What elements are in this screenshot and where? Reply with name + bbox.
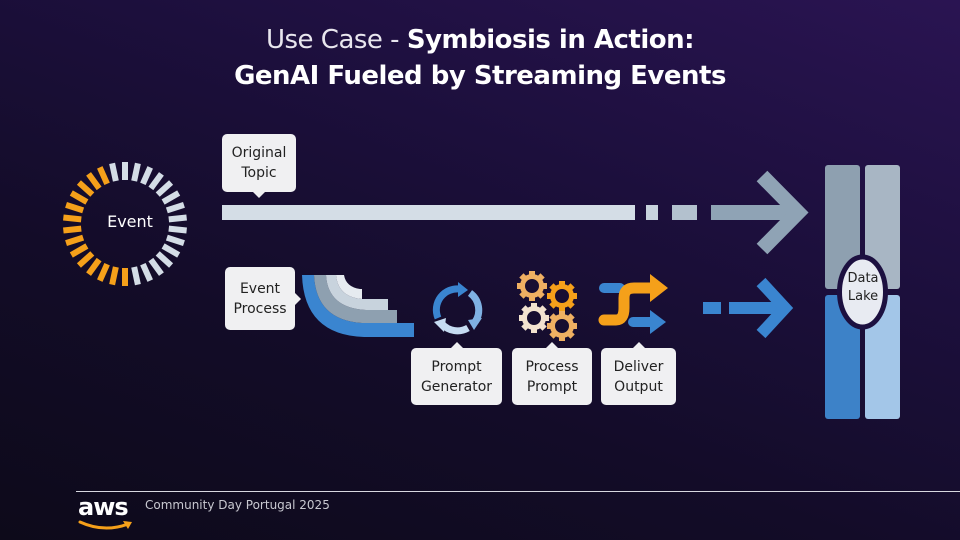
title-line-2: GenAI Fueled by Streaming Events bbox=[234, 61, 726, 91]
ring-tick bbox=[69, 190, 89, 205]
event-ring-icon bbox=[63, 162, 187, 286]
layer-light bbox=[326, 275, 388, 310]
ring-tick bbox=[148, 172, 164, 191]
event-process-line-1: Event bbox=[239, 280, 281, 297]
original-topic-stream bbox=[222, 170, 809, 255]
ring-tick bbox=[131, 266, 141, 286]
data-lake-line-2: Lake bbox=[847, 289, 879, 304]
ring-tick bbox=[69, 243, 89, 258]
ring-tick bbox=[109, 266, 119, 286]
processed-dash-2 bbox=[729, 302, 784, 314]
process-prompt-line-2: Prompt bbox=[526, 378, 578, 395]
title-line-1: Use Case - Symbiosis in Action: bbox=[0, 22, 960, 58]
ring-tick bbox=[161, 243, 181, 258]
ring-tick bbox=[63, 225, 82, 234]
lake-badge bbox=[837, 254, 888, 330]
event-stream-layers-icon bbox=[302, 275, 414, 337]
ring-tick bbox=[168, 214, 187, 223]
prompt-generator-line-2: Generator bbox=[420, 378, 493, 395]
split-arrows-icon bbox=[598, 274, 668, 334]
ring-tick bbox=[165, 234, 185, 247]
ring-tick bbox=[65, 234, 85, 247]
gear-icon bbox=[547, 281, 577, 311]
lake-bottom-left bbox=[825, 295, 860, 419]
data-lake-label: Data Lake bbox=[838, 270, 888, 306]
gears-icon bbox=[517, 271, 577, 341]
ring-tick bbox=[63, 214, 82, 223]
event-process-line-2: Process bbox=[233, 300, 287, 317]
layer-grey bbox=[314, 275, 397, 323]
stream-bar bbox=[222, 205, 635, 220]
stream-dash-1 bbox=[646, 205, 658, 220]
deliver-output-line-2: Output bbox=[614, 378, 663, 395]
gear-icon bbox=[547, 311, 577, 341]
layer-lightest bbox=[336, 275, 362, 299]
original-topic-line-2: Topic bbox=[241, 165, 277, 181]
gear-icon bbox=[517, 271, 547, 301]
stream-dash-2 bbox=[672, 205, 697, 220]
ring-tick bbox=[131, 162, 141, 182]
title-emphasis: Symbiosis in Action: bbox=[406, 25, 695, 55]
prompt-generator-line-1: Prompt bbox=[431, 358, 482, 375]
aws-logo: aws bbox=[78, 493, 132, 530]
ring-tick bbox=[161, 190, 181, 205]
gear-icon bbox=[519, 303, 549, 333]
slide-title: Use Case - Symbiosis in Action: GenAI Fu… bbox=[0, 22, 960, 94]
stream-dash-3 bbox=[711, 205, 791, 220]
ring-tick bbox=[148, 257, 164, 276]
ring-tick bbox=[76, 251, 95, 268]
ring-tick bbox=[140, 166, 153, 186]
event-name: Community Day Portugal 2025 bbox=[145, 498, 330, 512]
processed-dash-1 bbox=[703, 302, 721, 314]
layer-blue bbox=[302, 275, 414, 337]
cycle-arrows-icon bbox=[432, 282, 483, 335]
ring-tick bbox=[76, 180, 95, 197]
original-topic-line-1: Original bbox=[231, 145, 287, 161]
lake-top-left bbox=[825, 165, 860, 289]
ring-tick bbox=[97, 262, 110, 282]
ring-tick bbox=[97, 166, 110, 186]
ring-tick bbox=[140, 262, 153, 282]
aws-logo-text: aws bbox=[78, 493, 129, 521]
ring-tick bbox=[86, 257, 102, 276]
ring-tick bbox=[165, 201, 185, 214]
processed-stream-arrow bbox=[703, 277, 794, 339]
footer-divider bbox=[76, 491, 960, 492]
ring-tick bbox=[168, 225, 187, 234]
ring-tick bbox=[109, 162, 119, 182]
data-lake-line-1: Data bbox=[847, 271, 879, 286]
lake-top-right bbox=[865, 165, 900, 289]
aws-smile-icon bbox=[78, 520, 132, 530]
ring-tick bbox=[65, 201, 85, 214]
ring-tick bbox=[86, 172, 102, 191]
ring-tick bbox=[155, 251, 174, 268]
data-lake-icon bbox=[825, 165, 900, 419]
deliver-output-line-1: Deliver bbox=[613, 358, 664, 375]
ring-tick bbox=[155, 180, 174, 197]
lake-bottom-right bbox=[865, 295, 900, 419]
title-prefix: Use Case - bbox=[265, 25, 407, 55]
event-label: Event bbox=[107, 212, 153, 231]
arrow-right-icon bbox=[756, 170, 809, 255]
arrow-right-icon bbox=[756, 277, 794, 339]
process-prompt-line-1: Process bbox=[525, 358, 579, 375]
